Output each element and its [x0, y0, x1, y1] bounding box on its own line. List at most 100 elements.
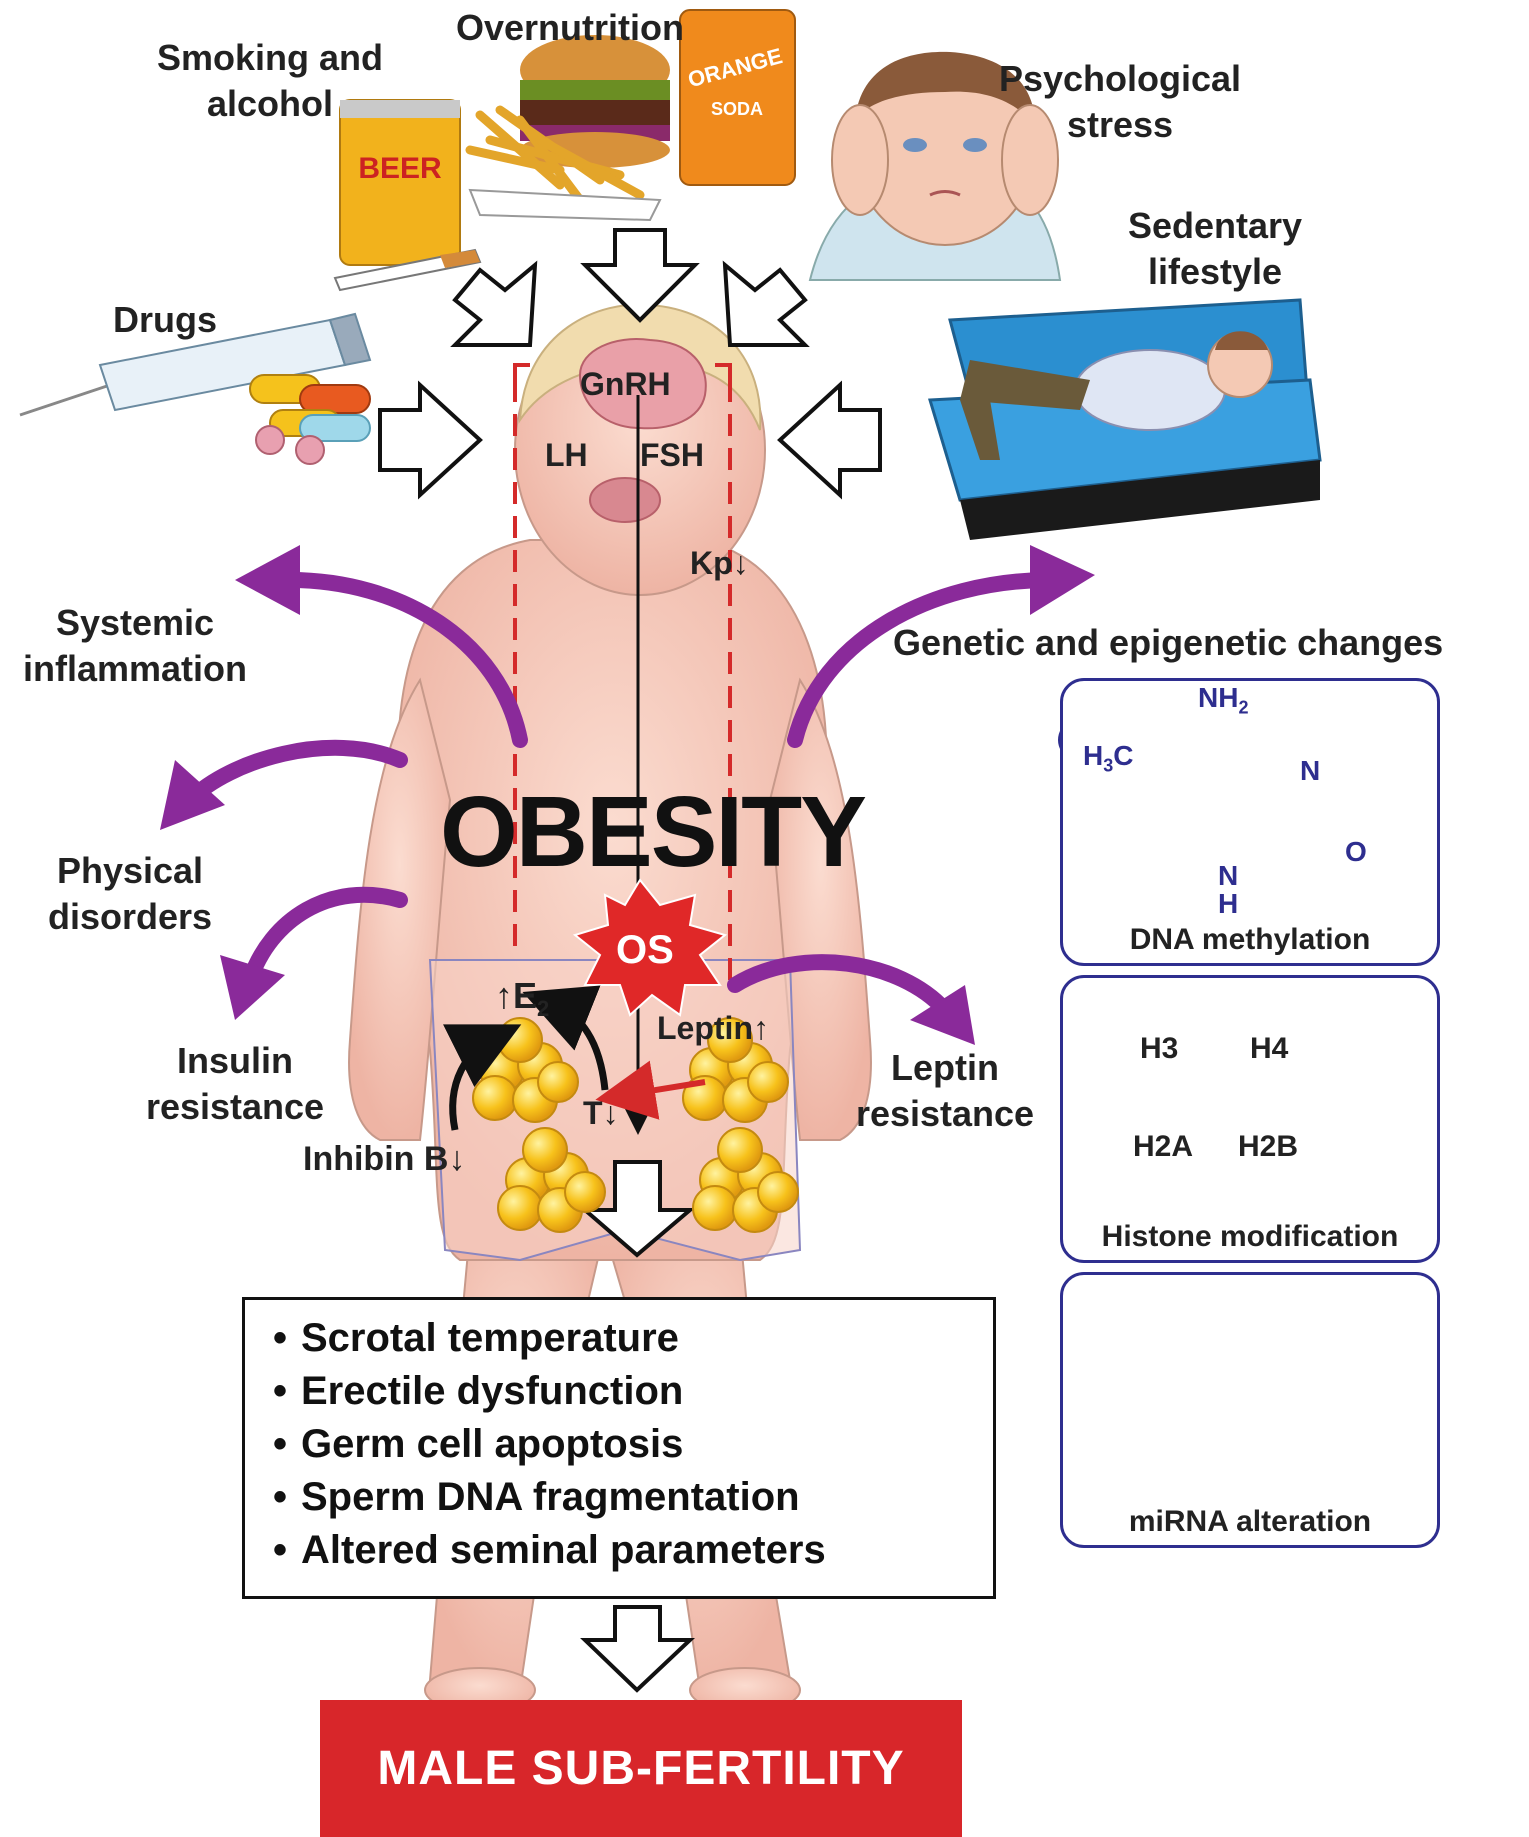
- arrow-leptin-resistance: [727, 954, 953, 1018]
- hpg-axis-brackets: [513, 363, 732, 385]
- os-starburst: [572, 878, 728, 1017]
- caption-dna-methylation: DNA methylation: [1129, 923, 1371, 956]
- label-systemic-inflammation: Systemic inflammation: [0, 600, 270, 692]
- label-e2-text: E: [513, 975, 538, 1016]
- fat-cell-cluster: [497, 1127, 606, 1233]
- arrow-to-result: [580, 1605, 696, 1693]
- result-banner: MALE SUB-FERTILITY: [320, 1700, 962, 1837]
- label-line: resistance: [145, 1086, 325, 1127]
- label-physical-disorders: Physical disorders: [30, 848, 230, 940]
- bullet-icon: •: [273, 1316, 288, 1360]
- up-arrow-icon: ↑: [495, 975, 513, 1016]
- label-drugs: Drugs: [112, 299, 217, 340]
- effect-arrowheads: [160, 545, 1095, 1045]
- down-arrow-icon: ↓: [602, 1095, 619, 1131]
- label-line: Physical: [56, 850, 204, 891]
- arrow-from-stress: [722, 260, 810, 347]
- bullet-icon: •: [273, 1528, 288, 1572]
- label-line: resistance: [855, 1093, 1035, 1134]
- outcomes-list: • Scrotal temperature • Erectile dysfuncti…: [245, 1300, 993, 1577]
- outcome-text: Scrotal temperature: [301, 1316, 679, 1360]
- arrow-systemic-inflammation: [282, 572, 528, 748]
- label-fsh: FSH: [640, 437, 704, 473]
- panel-dna-methylation: DNA methylation: [1060, 678, 1440, 966]
- arrow-to-outcomes: [579, 1160, 696, 1258]
- title-obesity: OBESITY: [440, 776, 867, 888]
- list-item: • Scrotal temperature: [273, 1312, 993, 1365]
- label-kp-text: Kp: [690, 545, 733, 581]
- outcomes-box: • Scrotal temperature • Erectile dysfuncti…: [242, 1297, 996, 1599]
- bullet-icon: •: [273, 1422, 288, 1466]
- label-line: Psychological: [998, 58, 1242, 99]
- label-genetic-epigenetic-changes: Genetic and epigenetic changes: [893, 622, 1444, 663]
- label-h4: H4: [1250, 1032, 1289, 1065]
- fat-cell-cluster: [692, 1127, 799, 1233]
- down-arrow-icon: ↓: [448, 1140, 466, 1178]
- label-methyl-sub: 3: [1103, 755, 1114, 776]
- list-item: • Erectile dysfunction: [273, 1365, 993, 1418]
- arrow-inhibin-to-e2: [443, 1024, 522, 1131]
- up-arrow-icon: ↑: [752, 1010, 769, 1046]
- orange-soda-can-illustration: ORANGE SODA: [679, 9, 796, 186]
- arrow-from-overnutrition: [580, 228, 700, 323]
- arrow-from-sedentary: [777, 380, 882, 500]
- panel-histone-modification: Histone modification: [1060, 975, 1440, 1263]
- label-ring-n: N: [1300, 755, 1321, 786]
- outcome-text: Erectile dysfunction: [301, 1369, 684, 1413]
- label-line: alcohol: [206, 83, 334, 124]
- label-line: Leptin: [891, 1047, 999, 1088]
- label-line: Insulin: [177, 1040, 293, 1081]
- down-arrow-icon: ↓: [732, 545, 749, 581]
- input-arrows: [378, 228, 882, 1693]
- label-overnutrition: Overnutrition: [455, 7, 684, 48]
- label-methyl-group: H3C: [1083, 740, 1133, 777]
- label-oxygen: O: [1345, 836, 1367, 867]
- bullet-icon: •: [273, 1369, 288, 1413]
- label-ring-nh-n: N: [1218, 860, 1239, 891]
- label-nh: NH: [1198, 682, 1239, 713]
- outcome-text: Germ cell apoptosis: [301, 1422, 684, 1466]
- syringe-and-pills-illustration: [19, 312, 372, 465]
- label-line: Systemic: [55, 602, 215, 643]
- label-e2-sub: 2: [537, 996, 550, 1022]
- caption-mirna-alteration: miRNA alteration: [1128, 1505, 1372, 1538]
- label-line: stress: [1066, 104, 1174, 145]
- label-t-text: T: [583, 1095, 603, 1131]
- label-smoking-alcohol: Smoking and alcohol: [140, 35, 400, 127]
- label-line: lifestyle: [1147, 251, 1283, 292]
- label-h2a: H2A: [1133, 1130, 1194, 1163]
- label-line: disorders: [47, 896, 213, 937]
- list-item: • Sperm DNA fragmentation: [273, 1471, 993, 1524]
- label-inhibin-text: Inhibin B: [303, 1140, 449, 1178]
- label-kp: Kp↓: [690, 545, 749, 582]
- caption-histone-modification: Histone modification: [1101, 1220, 1399, 1253]
- arrow-physical-disorders: [182, 739, 408, 808]
- label-testosterone: T↓: [583, 1095, 619, 1132]
- arrow-insulin-resistance: [242, 886, 408, 988]
- list-item: •Altered seminal parameters: [273, 1524, 993, 1577]
- arrow-from-drugs: [378, 380, 483, 500]
- label-nh-sub: 2: [1238, 697, 1249, 718]
- arrow-leptin-to-t: [595, 1060, 706, 1120]
- bullet-icon: •: [273, 1475, 288, 1519]
- label-h3: H3: [1140, 1032, 1179, 1065]
- svg-text:BEER: BEER: [358, 152, 442, 185]
- label-line: inflammation: [22, 648, 247, 689]
- label-gnrh: GnRH: [580, 366, 671, 402]
- panel-mirna-alteration: miRNA alteration: [1060, 1272, 1440, 1548]
- burger-and-fries-illustration: [465, 35, 670, 222]
- list-item: • Germ cell apoptosis: [273, 1418, 993, 1471]
- label-ring-nh-h: H: [1218, 888, 1239, 919]
- label-e2: ↑E2: [495, 975, 549, 1022]
- label-leptin-resistance: Leptin resistance: [845, 1045, 1045, 1137]
- label-insulin-resistance: Insulin resistance: [130, 1038, 340, 1130]
- effect-arrows: [182, 572, 1058, 1018]
- label-line: Sedentary: [1127, 205, 1303, 246]
- label-amino-group: NH2: [1198, 682, 1248, 719]
- svg-text:SODA: SODA: [711, 99, 763, 119]
- label-methyl-c: C: [1113, 740, 1134, 771]
- sedentary-man-on-sofa-illustration: [928, 298, 1322, 540]
- beer-can-illustration: BEER: [333, 99, 482, 292]
- outcome-text: Sperm DNA fragmentation: [301, 1475, 800, 1519]
